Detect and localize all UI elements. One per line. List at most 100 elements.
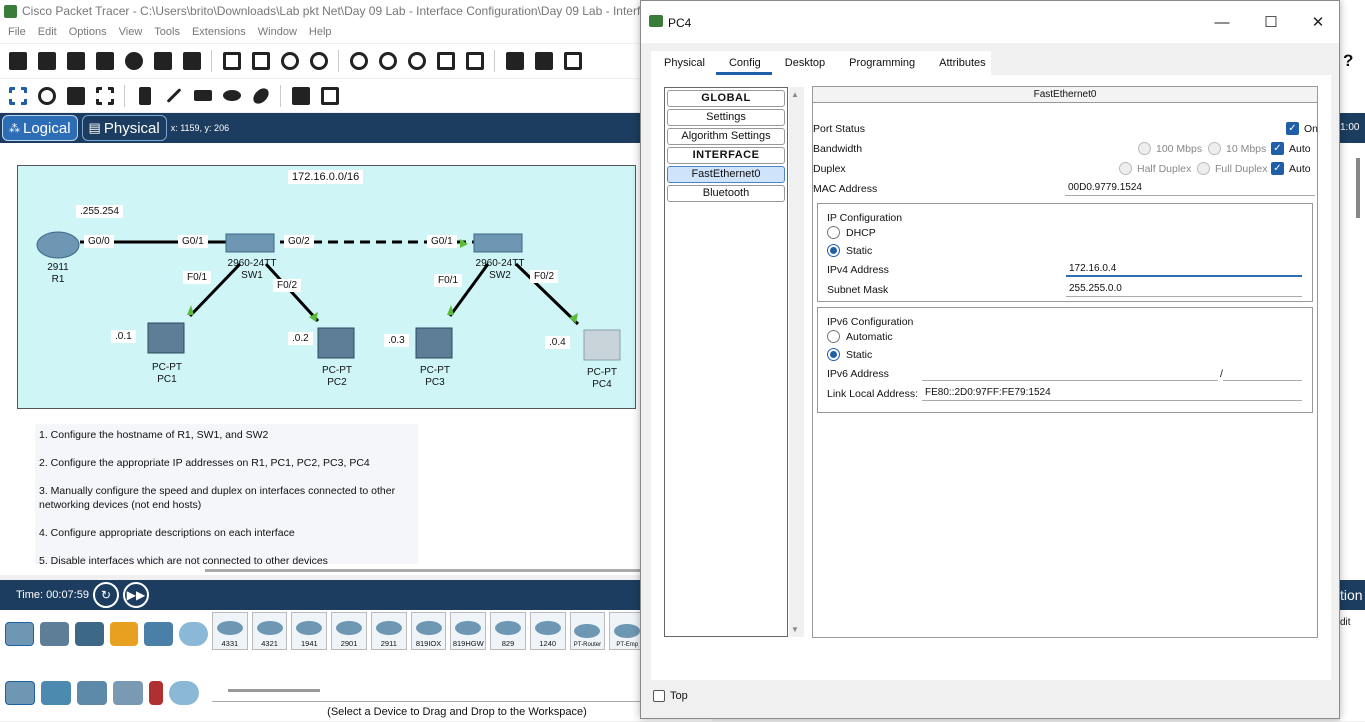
network-wizard-icon[interactable] (149, 48, 176, 75)
components-icon[interactable] (74, 622, 104, 646)
freeform-icon[interactable] (247, 82, 274, 109)
draw-line-icon[interactable] (160, 82, 187, 109)
menu-edit[interactable]: Edit (37, 26, 57, 38)
subnet-mask-input[interactable]: 255.255.0.0 (1066, 281, 1302, 297)
scroll-down-icon[interactable]: ▼ (791, 625, 799, 634)
server-icon[interactable] (530, 48, 557, 75)
menu-extensions[interactable]: Extensions (191, 26, 246, 38)
routers-icon[interactable] (5, 681, 35, 705)
security-icon[interactable] (149, 681, 163, 705)
info-icon[interactable] (120, 48, 147, 75)
device-item[interactable]: 1240 (529, 612, 566, 650)
sidebar-item-fastethernet0[interactable]: FastEthernet0 (667, 166, 785, 183)
misc-icon[interactable] (144, 622, 174, 646)
port-status-checkbox[interactable]: ✓ (1286, 122, 1299, 135)
ipv6-static-radio[interactable] (827, 348, 840, 361)
simulation-tab[interactable]: tion (1340, 580, 1365, 610)
workspace-hscrollbar[interactable] (205, 569, 645, 574)
connections-icon[interactable] (109, 622, 139, 646)
wan-emulation-icon[interactable] (169, 681, 199, 705)
sidebar-item-bluetooth[interactable]: Bluetooth (667, 185, 785, 202)
menu-tools[interactable]: Tools (154, 26, 180, 38)
device-item[interactable]: 4321 (251, 612, 288, 650)
open-folder-icon[interactable] (33, 48, 60, 75)
close-icon[interactable]: ✕ (1311, 14, 1325, 31)
end-devices-icon[interactable] (39, 622, 69, 646)
redo-icon[interactable] (305, 48, 332, 75)
sidebar-item-settings[interactable]: Settings (667, 109, 785, 126)
zoom-in-icon[interactable] (345, 48, 372, 75)
custom-devices-icon[interactable] (461, 48, 488, 75)
drawing-palette-icon[interactable] (432, 48, 459, 75)
menu-options[interactable]: Options (68, 26, 107, 38)
activity-wizard-icon[interactable] (178, 48, 205, 75)
static-radio[interactable] (827, 244, 840, 257)
device-item[interactable]: 819HGW (450, 612, 487, 650)
bandwidth-auto-checkbox[interactable]: ✓ (1271, 142, 1284, 155)
half-duplex-radio[interactable] (1119, 162, 1132, 175)
wireless-icon[interactable] (113, 681, 143, 705)
tab-config[interactable]: Config (715, 51, 772, 75)
bandwidth-100-radio[interactable] (1138, 142, 1151, 155)
network-devices-icon[interactable] (5, 622, 34, 646)
ipv6-prefix-input[interactable] (1223, 365, 1302, 381)
device-item[interactable]: PT-Emp (609, 612, 646, 650)
draw-ellipse-icon[interactable] (218, 82, 245, 109)
add-complex-pdu-icon[interactable] (316, 82, 343, 109)
tab-programming[interactable]: Programming (849, 57, 916, 69)
sidebar-item-algorithm-settings[interactable]: Algorithm Settings (667, 128, 785, 145)
notes-icon[interactable] (501, 48, 528, 75)
scroll-up-icon[interactable]: ▲ (791, 90, 799, 99)
ipv6-address-input[interactable] (922, 365, 1218, 381)
menu-window[interactable]: Window (257, 26, 297, 38)
hscroll-thumb[interactable] (205, 569, 640, 572)
inspect-icon[interactable] (33, 82, 60, 109)
dhcp-radio[interactable] (827, 226, 840, 239)
device-item[interactable]: 2911 (370, 612, 407, 650)
paste-icon[interactable] (247, 48, 274, 75)
ipv6-automatic-radio[interactable] (827, 330, 840, 343)
switches-icon[interactable] (41, 681, 71, 705)
device-item[interactable]: 1941 (291, 612, 328, 650)
fast-forward-icon[interactable]: ▶▶ (122, 582, 149, 608)
device-item[interactable]: PT-Router (569, 612, 606, 650)
physical-view-button[interactable]: ▤Physical (81, 115, 167, 141)
print-icon[interactable] (91, 48, 118, 75)
zoom-reset-icon[interactable] (374, 48, 401, 75)
right-scroll-thumb[interactable] (1356, 158, 1360, 218)
top-checkbox[interactable] (653, 690, 665, 702)
mac-address-field[interactable]: 00D0.9779.1524 (1065, 180, 1315, 196)
menu-file[interactable]: File (8, 26, 26, 38)
device-item[interactable]: 2901 (331, 612, 367, 650)
help-icon[interactable]: ? (1343, 51, 1354, 70)
topology-canvas[interactable]: 172.16.0.0/16 .255.254 G0/0 G0/1 G0/2 G0… (17, 165, 636, 409)
tab-physical[interactable]: Physical (664, 57, 705, 69)
draw-rectangle-icon[interactable] (189, 82, 216, 109)
tab-desktop[interactable]: Desktop (784, 57, 826, 69)
duplex-auto-checkbox[interactable]: ✓ (1271, 162, 1284, 175)
device-item[interactable]: 829 (490, 612, 526, 650)
menu-view[interactable]: View (118, 26, 143, 38)
place-note-icon[interactable] (131, 82, 158, 109)
copy-icon[interactable] (218, 48, 245, 75)
multiuser-icon[interactable] (179, 622, 208, 646)
undo-icon[interactable] (276, 48, 303, 75)
menu-help[interactable]: Help (308, 26, 332, 38)
sidebar-scrollbar[interactable]: ▲ ▼ (789, 87, 804, 637)
delete-icon[interactable] (62, 82, 89, 109)
select-icon[interactable] (4, 82, 31, 109)
resize-shape-icon[interactable] (91, 82, 118, 109)
new-file-icon[interactable] (4, 48, 31, 75)
bandwidth-10-radio[interactable] (1208, 142, 1221, 155)
zoom-out-icon[interactable] (403, 48, 430, 75)
tab-attributes[interactable]: Attributes (939, 57, 986, 69)
power-cycle-icon[interactable]: ↻ (92, 582, 119, 608)
full-duplex-radio[interactable] (1197, 162, 1210, 175)
